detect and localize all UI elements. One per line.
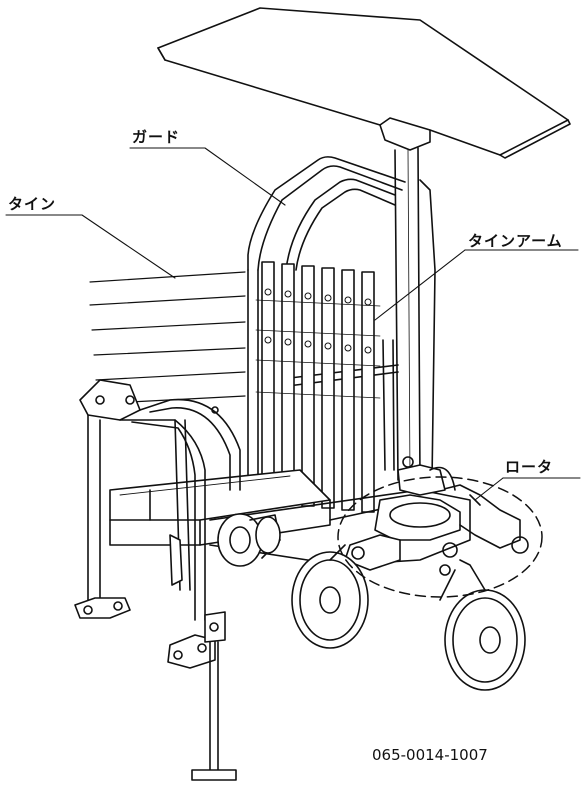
part-number: 065-0014-1007 [372, 746, 488, 764]
label-tine-arm: タインアーム [468, 232, 563, 250]
rotor-highlight-outline [337, 476, 543, 598]
leader-guard [129, 147, 286, 206]
leader-tine [5, 214, 176, 279]
tine-arm-bars [261, 261, 375, 513]
label-tine: タイン [8, 195, 57, 213]
stand-leg [191, 611, 237, 781]
mast [394, 147, 436, 481]
label-rotor: ロータ [505, 458, 554, 476]
tine-arm-holes [255, 288, 381, 399]
wheel-left [291, 544, 369, 649]
canopy [157, 7, 571, 159]
hitch-pins [74, 597, 216, 669]
label-guard: ガード [132, 128, 181, 146]
tines [89, 271, 246, 403]
leader-tinearm-diag [374, 249, 466, 321]
wheel-right [439, 559, 526, 691]
leader-rotor-diag [474, 477, 504, 501]
rotor-assembly [344, 456, 529, 576]
idler-wheel [217, 513, 281, 567]
leader-lines [5, 147, 581, 501]
hitch-frame [79, 379, 241, 621]
